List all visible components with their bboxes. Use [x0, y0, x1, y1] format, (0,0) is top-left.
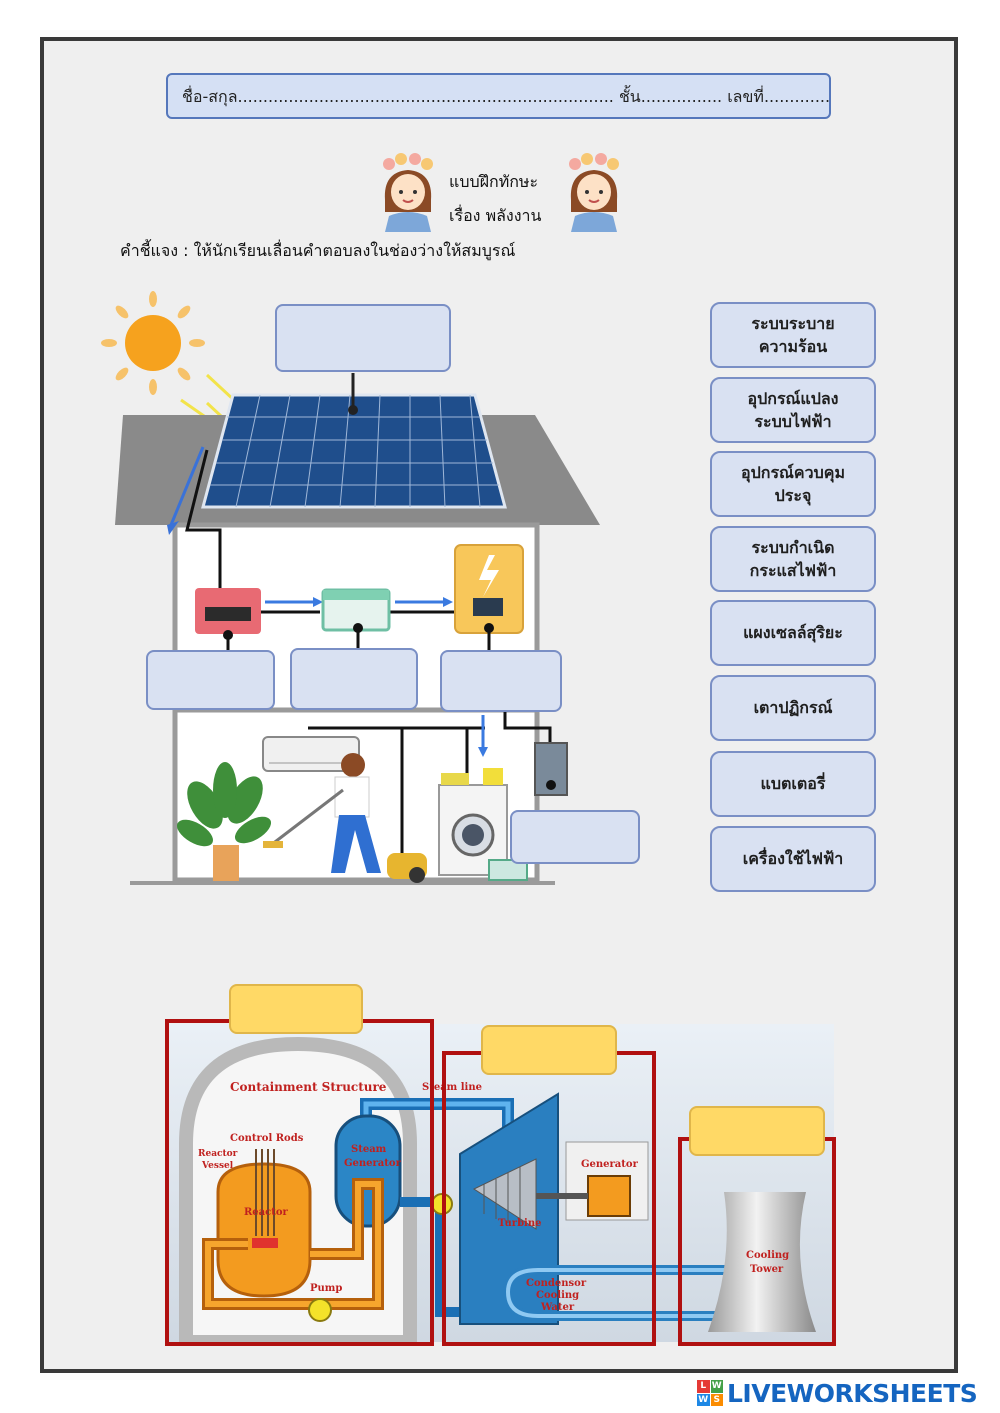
- reactor-vessel-label-2: Vessel: [201, 1161, 234, 1171]
- student-info-bar: ชื่อ-สกุล...............................…: [166, 73, 831, 119]
- steam-line-label: Steam line: [422, 1082, 482, 1093]
- option-reactor[interactable]: เตาปฏิกรณ์: [710, 675, 876, 741]
- answer-slot-solar-panel[interactable]: [275, 304, 451, 372]
- containment-label: Containment Structure: [230, 1080, 387, 1094]
- generation-section-frame: [442, 1051, 656, 1346]
- instruction-text: คำชี้แจง : ให้นักเรียนเลื่อนคำตอบลงในช่อ…: [120, 241, 516, 260]
- solar-house-illustration: [101, 291, 600, 885]
- condensor-label-1: Condensor: [526, 1278, 587, 1289]
- liveworksheets-logo: L W W S LIVEWORKSHEETS: [697, 1376, 978, 1410]
- answer-slot-generation[interactable]: [481, 1025, 617, 1075]
- option-solar-panel[interactable]: แผงเซลล์สุริยะ: [710, 600, 876, 666]
- girl-icon-right: [569, 153, 619, 232]
- answer-slot-cooling[interactable]: [689, 1106, 825, 1156]
- reactor-vessel-label-1: Reactor: [198, 1149, 238, 1159]
- reactor-section-frame: [165, 1019, 434, 1346]
- cooling-label-2: Tower: [750, 1264, 784, 1275]
- girl-icon-left: [383, 153, 433, 232]
- answer-slot-inverter[interactable]: [440, 650, 562, 712]
- option-appliances[interactable]: เครื่องใช้ไฟฟ้า: [710, 826, 876, 892]
- option-inverter[interactable]: อุปกรณ์แปลง ระบบไฟฟ้า: [710, 377, 876, 443]
- cooling-section-frame: [678, 1137, 836, 1346]
- condensor-label-3: Water: [540, 1302, 575, 1313]
- steam-gen-label-2: Generator: [344, 1158, 402, 1169]
- option-heat-rejection[interactable]: ระบบระบาย ความร้อน: [710, 302, 876, 368]
- answer-slot-charge-controller[interactable]: [146, 650, 275, 710]
- brand-logo-icon: L W W S: [697, 1380, 723, 1406]
- sun-icon: [101, 291, 205, 395]
- worksheet-title: แบบฝึกทักษะ: [449, 172, 539, 191]
- option-battery[interactable]: แบตเตอรี่: [710, 751, 876, 817]
- condensor-label-2: Cooling: [536, 1290, 579, 1301]
- worksheet-subtitle: เรื่อง พลังงาน: [449, 206, 542, 225]
- pump-label: Pump: [310, 1283, 342, 1294]
- generator-label: Generator: [581, 1159, 639, 1170]
- steam-gen-label-1: Steam: [351, 1144, 387, 1155]
- nuclear-plant-diagram: Containment Structure Steam line Steam G…: [168, 1024, 834, 1342]
- answer-slot-appliances[interactable]: [510, 810, 640, 864]
- cooling-label-1: Cooling: [746, 1250, 789, 1261]
- control-rods-label: Control Rods: [230, 1133, 304, 1144]
- answer-slot-reactor[interactable]: [229, 984, 363, 1034]
- option-charge-controller[interactable]: อุปกรณ์ควบคุม ประจุ: [710, 451, 876, 517]
- reactor-label: Reactor: [244, 1207, 289, 1218]
- option-power-generation[interactable]: ระบบกำเนิด กระแสไฟฟ้า: [710, 526, 876, 592]
- turbine-label: Turbine: [498, 1218, 542, 1229]
- brand-name: LIVEWORKSHEETS: [727, 1378, 978, 1408]
- answer-slot-battery[interactable]: [290, 648, 418, 710]
